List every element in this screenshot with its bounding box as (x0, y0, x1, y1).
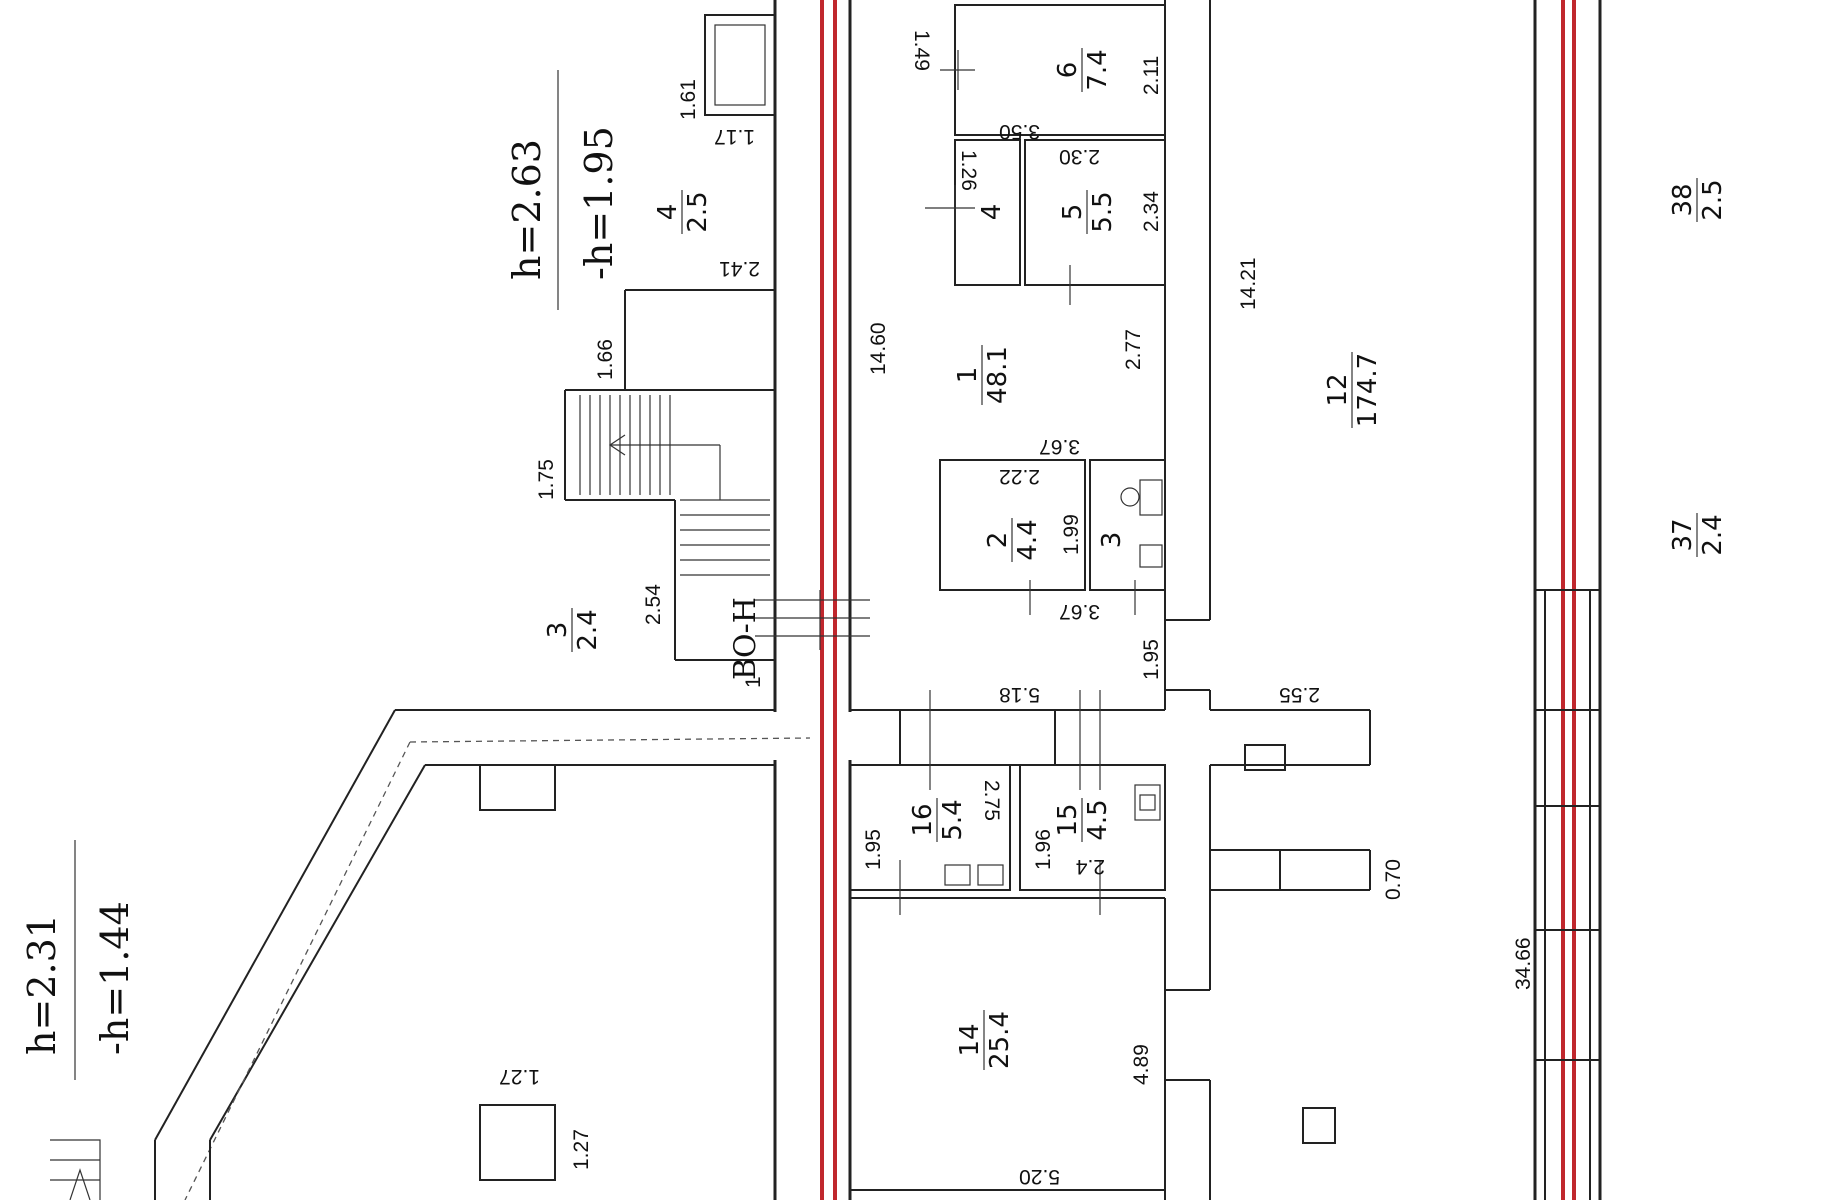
room-label: 1 48.1 (953, 345, 1013, 405)
exterior-walls (773, 0, 1602, 1200)
svg-text:2.4: 2.4 (1698, 514, 1728, 555)
height-value: h=2.63 (505, 139, 549, 280)
dimension: 2.55 (1279, 683, 1320, 706)
dimension: 5.20 (1019, 1165, 1060, 1188)
lower-rooms (849, 690, 1166, 1200)
dimension: 2.54 (642, 584, 665, 625)
svg-text:5.4: 5.4 (938, 799, 968, 840)
dimension: 1.27 (499, 1065, 540, 1088)
svg-text:174.7: 174.7 (1353, 353, 1383, 427)
dimension: 1.26 (957, 150, 980, 191)
room-label: 6 7.4 (1053, 48, 1113, 92)
dimension: 2.34 (1140, 191, 1163, 232)
dimension: 3.67 (1059, 600, 1100, 623)
dimension: 2.41 (719, 257, 760, 280)
room-label: 2 4.4 (983, 518, 1043, 562)
svg-text:25.4: 25.4 (985, 1011, 1015, 1069)
svg-text:38: 38 (1668, 183, 1698, 216)
svg-text:2.5: 2.5 (1698, 179, 1728, 220)
room-label: 14 25.4 (955, 1010, 1015, 1070)
dimension: 2.11 (1140, 56, 1163, 95)
svg-text:2: 2 (983, 532, 1013, 549)
svg-text:4: 4 (653, 204, 683, 221)
dimension: 1 (742, 676, 765, 688)
left-corridor (50, 709, 811, 1200)
room-label: 3 2.4 (543, 608, 603, 652)
room-label: 37 2.4 (1668, 513, 1728, 557)
dimension: 2.30 (1059, 145, 1100, 168)
room-label: 15 4.5 (1053, 798, 1113, 842)
dimension: 5.18 (999, 683, 1040, 706)
dimension: 1.66 (594, 339, 617, 380)
central-block (755, 0, 1211, 711)
dimension: 3.50 (999, 120, 1040, 143)
dimension: 0.70 (1382, 859, 1405, 900)
stair-treads (579, 395, 770, 576)
svg-text:37: 37 (1668, 518, 1698, 551)
height-neg-value: -h=1.44 (93, 901, 137, 1055)
svg-text:3: 3 (543, 622, 573, 639)
dimension: 2.4 (1075, 855, 1105, 878)
dimension: 2.75 (980, 780, 1003, 821)
room-label: 38 2.5 (1668, 178, 1728, 222)
dimension: 3.67 (1039, 435, 1080, 458)
svg-text:1: 1 (953, 367, 983, 384)
stair-mark: ВО-Н (728, 597, 763, 680)
room-label: 3 (1097, 532, 1127, 549)
room-label: 4 2.5 (653, 190, 713, 234)
height-neg-value: -h=1.95 (577, 126, 621, 280)
right-column-walls (1165, 709, 1371, 1200)
svg-text:2.4: 2.4 (573, 609, 603, 650)
dimension-labels: 1.49 2.11 3.50 1.26 2.30 2.34 14.60 2.77… (499, 30, 1535, 1188)
dimension: 1.61 (677, 79, 700, 120)
room-label: 4 (977, 204, 1007, 221)
room-label: 12 174.7 (1323, 352, 1383, 428)
svg-text:7.4: 7.4 (1083, 49, 1113, 90)
svg-text:3: 3 (1097, 532, 1127, 549)
dimension: 4.89 (1130, 1044, 1153, 1085)
dimension: 1.95 (862, 829, 885, 870)
dimension: 34.66 (1512, 937, 1535, 990)
dimension: 1.17 (714, 125, 755, 148)
svg-text:5.5: 5.5 (1088, 191, 1118, 232)
dimension: 1.96 (1032, 829, 1055, 870)
svg-text:6: 6 (1053, 62, 1083, 79)
left-upper-rooms (564, 14, 776, 661)
dimension: 14.60 (867, 322, 890, 375)
dimension: 1.95 (1140, 639, 1163, 680)
room-label: 16 5.4 (908, 798, 968, 842)
svg-text:4.5: 4.5 (1083, 799, 1113, 840)
dimension: 2.77 (1122, 329, 1145, 370)
red-axis-lines (820, 0, 1576, 1200)
svg-text:16: 16 (908, 803, 938, 836)
dimension: 2.22 (999, 465, 1040, 488)
svg-text:4.4: 4.4 (1013, 519, 1043, 560)
dimension: 14.21 (1237, 257, 1260, 310)
svg-text:4: 4 (977, 204, 1007, 221)
svg-text:12: 12 (1323, 373, 1353, 406)
room-label: 5 5.5 (1058, 190, 1118, 234)
height-label-upper: h=2.63 -h=1.95 (505, 70, 621, 310)
svg-text:48.1: 48.1 (983, 346, 1013, 404)
shaft-box (479, 1104, 556, 1181)
height-label-lower: h=2.31 -h=1.44 (20, 840, 137, 1080)
svg-text:14: 14 (955, 1023, 985, 1056)
svg-text:15: 15 (1053, 803, 1083, 836)
svg-text:5: 5 (1058, 204, 1088, 221)
dimension: 1.27 (570, 1129, 593, 1170)
room-labels: 6 7.4 4 5 5.5 1 48.1 2 4.4 3 16 5.4 (543, 48, 1728, 1070)
height-value: h=2.31 (20, 914, 64, 1055)
svg-text:2.5: 2.5 (683, 191, 713, 232)
dimension: 1.49 (910, 30, 933, 71)
dimension: 1.99 (1060, 514, 1083, 555)
dimension: 1.75 (535, 459, 558, 500)
